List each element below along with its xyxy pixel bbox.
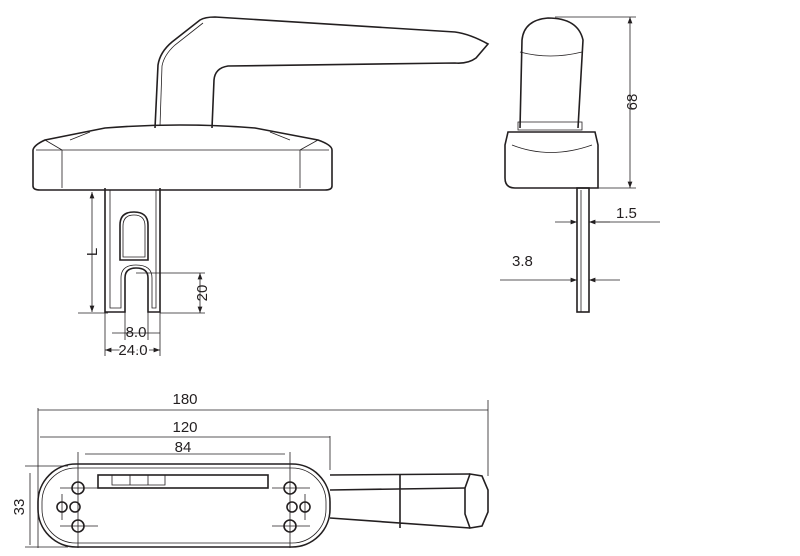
bottom-slot: [97, 474, 269, 489]
lever-handle: [154, 16, 490, 129]
overall-length-label: 180: [172, 391, 197, 408]
rose-length-label: 120: [172, 419, 197, 436]
bottom-lever: [329, 473, 471, 529]
hole-spacing-label: 84: [175, 439, 192, 456]
side-rose: [504, 131, 599, 189]
side-view: 68 1.5 3.8: [500, 16, 660, 313]
lever-end: [464, 473, 489, 529]
side-spindle: [576, 187, 590, 313]
rose: [32, 124, 333, 191]
side-handle: [519, 17, 584, 129]
spindle-window: [119, 211, 149, 261]
slot-width-label: 8.0: [126, 324, 147, 341]
screw-holes: [56, 481, 311, 533]
thickness-label: 1.5: [616, 205, 637, 222]
bottom-rose: [37, 463, 331, 548]
height-label: 68: [624, 94, 641, 111]
rose-width-label: 33: [11, 499, 28, 516]
length-label: L: [84, 248, 101, 256]
slot-depth-label: 20: [194, 285, 211, 302]
offset-label: 3.8: [512, 253, 533, 270]
spindle: [104, 188, 161, 313]
bottom-view: 180 120 84 33: [11, 391, 489, 548]
spindle-width-label: 24.0: [118, 342, 147, 359]
front-view: L 20 8.0 24.0: [32, 16, 490, 361]
